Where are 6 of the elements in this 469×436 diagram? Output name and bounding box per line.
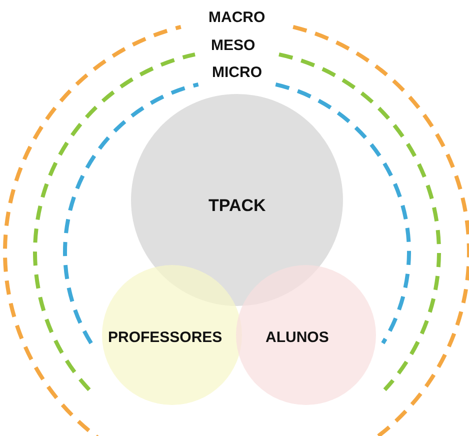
level-label: MESO [211, 37, 256, 55]
circle-label: TPACK [208, 197, 266, 215]
circle-label: PROFESSORES [108, 329, 222, 347]
level-label: MICRO [212, 64, 262, 82]
level-label: MACRO [208, 9, 266, 27]
circle-label: ALUNOS [266, 329, 329, 347]
